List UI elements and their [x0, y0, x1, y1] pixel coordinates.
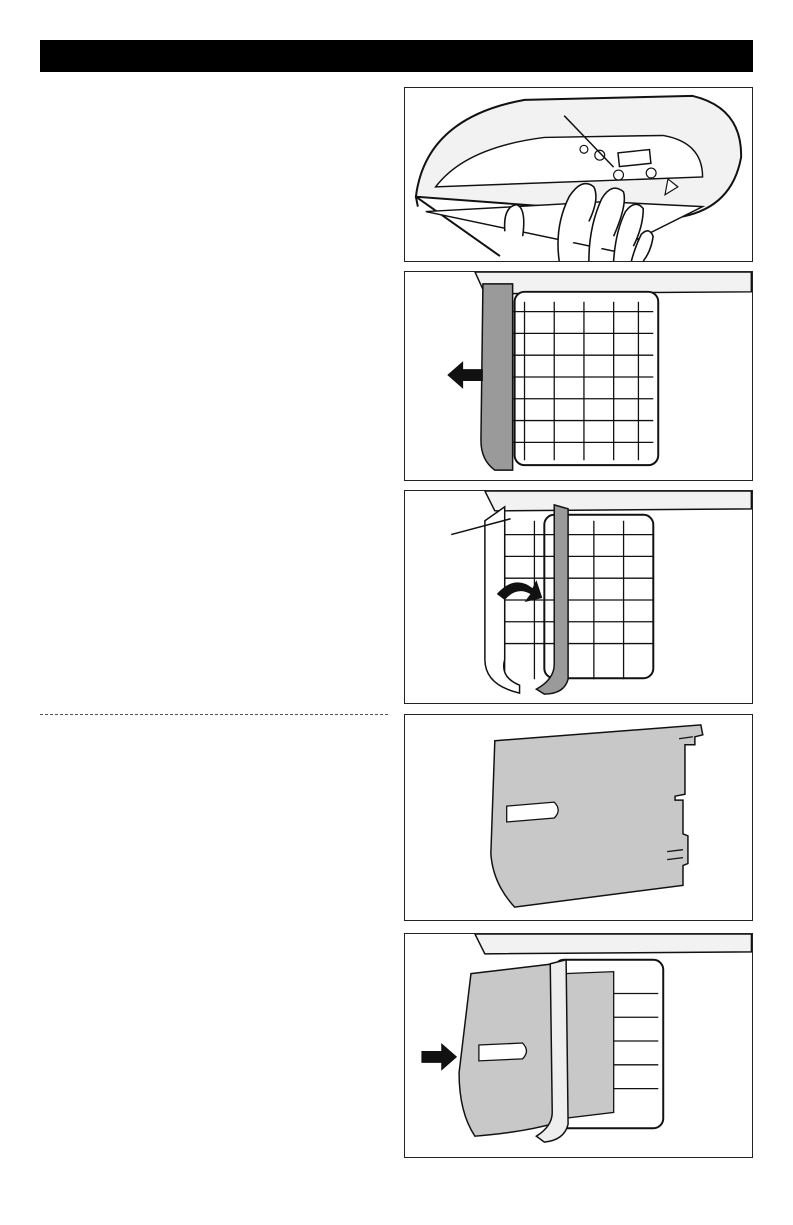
arrow-left-icon: [447, 361, 483, 389]
filter-slot: [479, 1043, 527, 1061]
figure-remove-filter-frame: [404, 271, 753, 481]
frame-handle: [481, 284, 513, 470]
figure-charcoal-filter: [404, 714, 753, 921]
arrow-right-icon: [421, 1043, 457, 1071]
insert-filter-illustration: [405, 934, 752, 1157]
figure-press-release-button: [404, 87, 753, 262]
filter-frame-illustration: [405, 272, 752, 480]
charcoal-filter-illustration: [405, 715, 752, 920]
filter-frame-swing-illustration: [405, 491, 752, 703]
figure-swing-filter-frame: [404, 490, 753, 704]
section-divider: [40, 714, 388, 715]
hood-underside-illustration: [405, 88, 752, 261]
figure-insert-charcoal-filter: [404, 933, 753, 1158]
section-header-bar: [40, 40, 753, 72]
